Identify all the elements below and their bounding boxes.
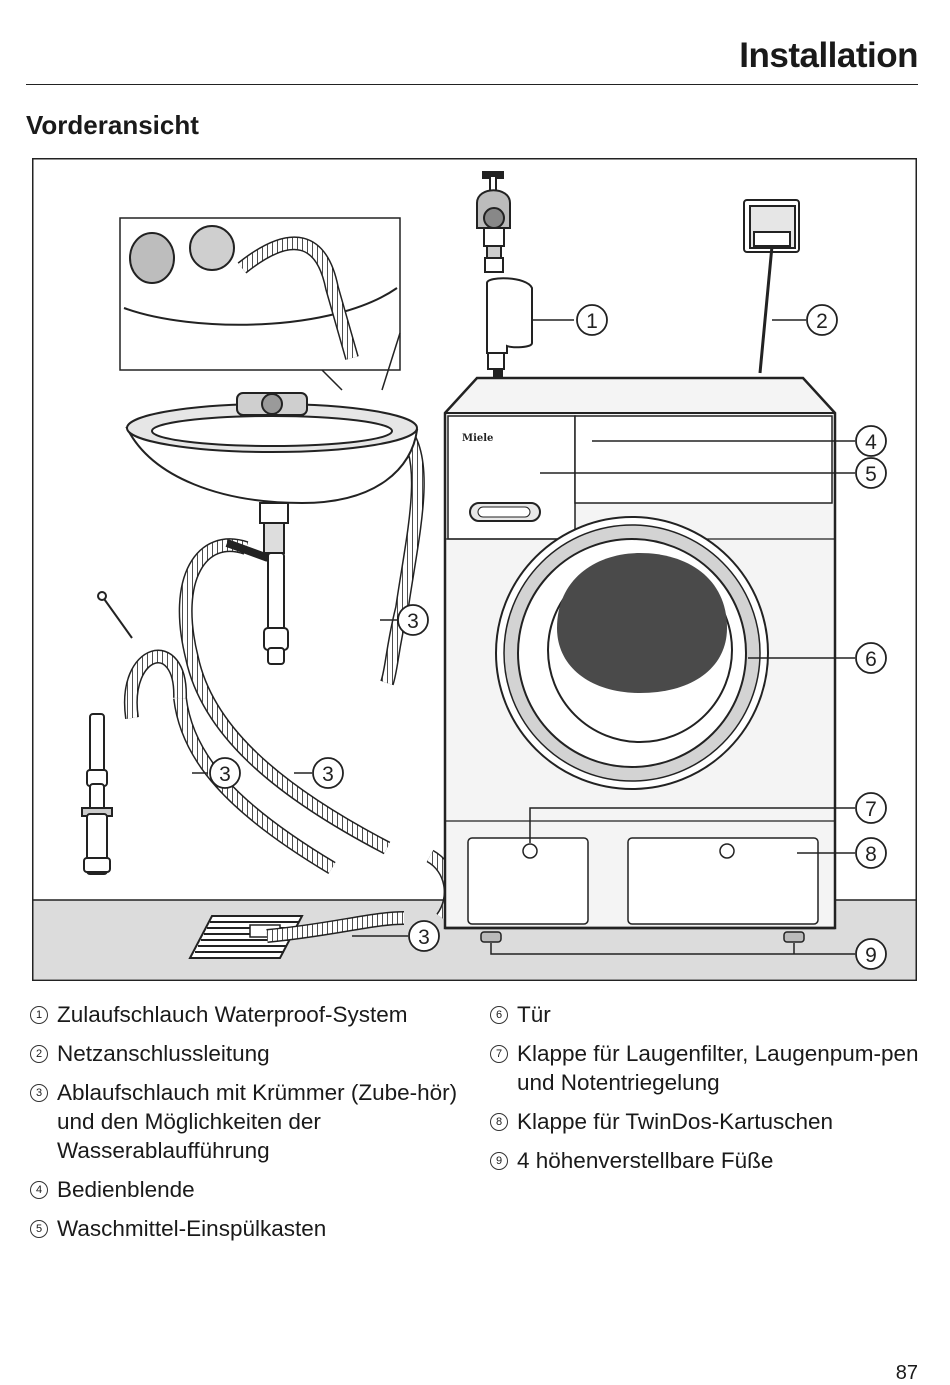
callout-3-sink: 3 bbox=[397, 604, 429, 636]
callout-3-hook: 3 bbox=[312, 757, 344, 789]
callout-9: 9 bbox=[855, 938, 887, 970]
callout-5: 5 bbox=[855, 457, 887, 489]
legend-number: 1 bbox=[30, 1006, 48, 1024]
legend-number: 8 bbox=[490, 1113, 508, 1131]
legend-text: Bedienblende bbox=[57, 1177, 195, 1202]
svg-text:4: 4 bbox=[865, 431, 877, 454]
callout-3-standpipe: 3 bbox=[209, 757, 241, 789]
washing-machine-front-view-figure: Miele 1 2 3 3 3 bbox=[32, 158, 917, 981]
legend-text: 4 höhenverstellbare Füße bbox=[517, 1148, 774, 1173]
washing-machine: Miele bbox=[443, 376, 837, 943]
legend-number: 3 bbox=[30, 1084, 48, 1102]
svg-text:3: 3 bbox=[219, 763, 231, 786]
legend-item: 7 Klappe für Laugenfilter, Laugenpum-pen … bbox=[490, 1039, 930, 1097]
svg-text:5: 5 bbox=[865, 463, 877, 486]
legend-right-column: 6 Tür 7 Klappe für Laugenfilter, Laugenpum… bbox=[490, 1000, 930, 1185]
svg-text:9: 9 bbox=[865, 944, 877, 967]
legend-text: Waschmittel-Einspülkasten bbox=[57, 1216, 327, 1241]
legend-number: 7 bbox=[490, 1045, 508, 1063]
page-number: 87 bbox=[895, 1362, 918, 1384]
legend-text: Klappe für Laugenfilter, Laugenpum-pen u… bbox=[517, 1041, 919, 1095]
legend-item: 6 Tür bbox=[490, 1000, 930, 1029]
water-tap-inlet bbox=[476, 171, 533, 378]
legend-number: 2 bbox=[30, 1045, 48, 1063]
legend-item: 8 Klappe für TwinDos-Kartuschen bbox=[490, 1107, 930, 1136]
callout-6: 6 bbox=[855, 642, 887, 674]
section-title: Vorderansicht bbox=[26, 110, 199, 140]
svg-text:6: 6 bbox=[865, 648, 877, 671]
svg-text:3: 3 bbox=[418, 926, 430, 949]
leader-lines bbox=[192, 319, 855, 955]
svg-text:7: 7 bbox=[865, 798, 877, 821]
header-divider bbox=[26, 84, 918, 85]
wash-basin bbox=[125, 392, 419, 665]
legend-number: 5 bbox=[30, 1220, 48, 1238]
legend-text: Tür bbox=[517, 1002, 551, 1027]
legend-text: Netzanschlussleitung bbox=[57, 1041, 270, 1066]
legend-item: 4 Bedienblende bbox=[30, 1175, 460, 1204]
callout-8: 8 bbox=[855, 837, 887, 869]
svg-text:1: 1 bbox=[586, 310, 598, 333]
svg-text:8: 8 bbox=[865, 843, 877, 866]
legend-item: 1 Zulaufschlauch Waterproof-System bbox=[30, 1000, 460, 1029]
legend-item: 9 4 höhenverstellbare Füße bbox=[490, 1146, 930, 1175]
standpipe-drain bbox=[81, 591, 133, 875]
legend-text: Klappe für TwinDos-Kartuschen bbox=[517, 1109, 833, 1134]
legend-item: 3 Ablaufschlauch mit Krümmer (Zube-hör) u… bbox=[30, 1078, 460, 1165]
svg-text:2: 2 bbox=[816, 310, 828, 333]
svg-text:3: 3 bbox=[322, 763, 334, 786]
callout-2: 2 bbox=[806, 304, 838, 336]
legend-number: 6 bbox=[490, 1006, 508, 1024]
wall-socket bbox=[743, 199, 800, 374]
callout-7: 7 bbox=[855, 792, 887, 824]
callout-3-floor: 3 bbox=[408, 920, 440, 952]
legend-left-column: 1 Zulaufschlauch Waterproof-System 2 Netza… bbox=[30, 1000, 460, 1253]
svg-text:3: 3 bbox=[407, 610, 419, 633]
legend-number: 4 bbox=[30, 1181, 48, 1199]
callout-4: 4 bbox=[855, 425, 887, 457]
legend-item: 2 Netzanschlussleitung bbox=[30, 1039, 460, 1068]
legend-number: 9 bbox=[490, 1152, 508, 1170]
page-header-title: Installation bbox=[739, 36, 918, 75]
brand-logo: Miele bbox=[462, 433, 493, 444]
legend-item: 5 Waschmittel-Einspülkasten bbox=[30, 1214, 460, 1243]
callout-1: 1 bbox=[576, 304, 608, 336]
legend-text: Ablaufschlauch mit Krümmer (Zube-hör) un… bbox=[57, 1080, 458, 1163]
detail-inset bbox=[119, 217, 401, 391]
legend-text: Zulaufschlauch Waterproof-System bbox=[57, 1002, 408, 1027]
